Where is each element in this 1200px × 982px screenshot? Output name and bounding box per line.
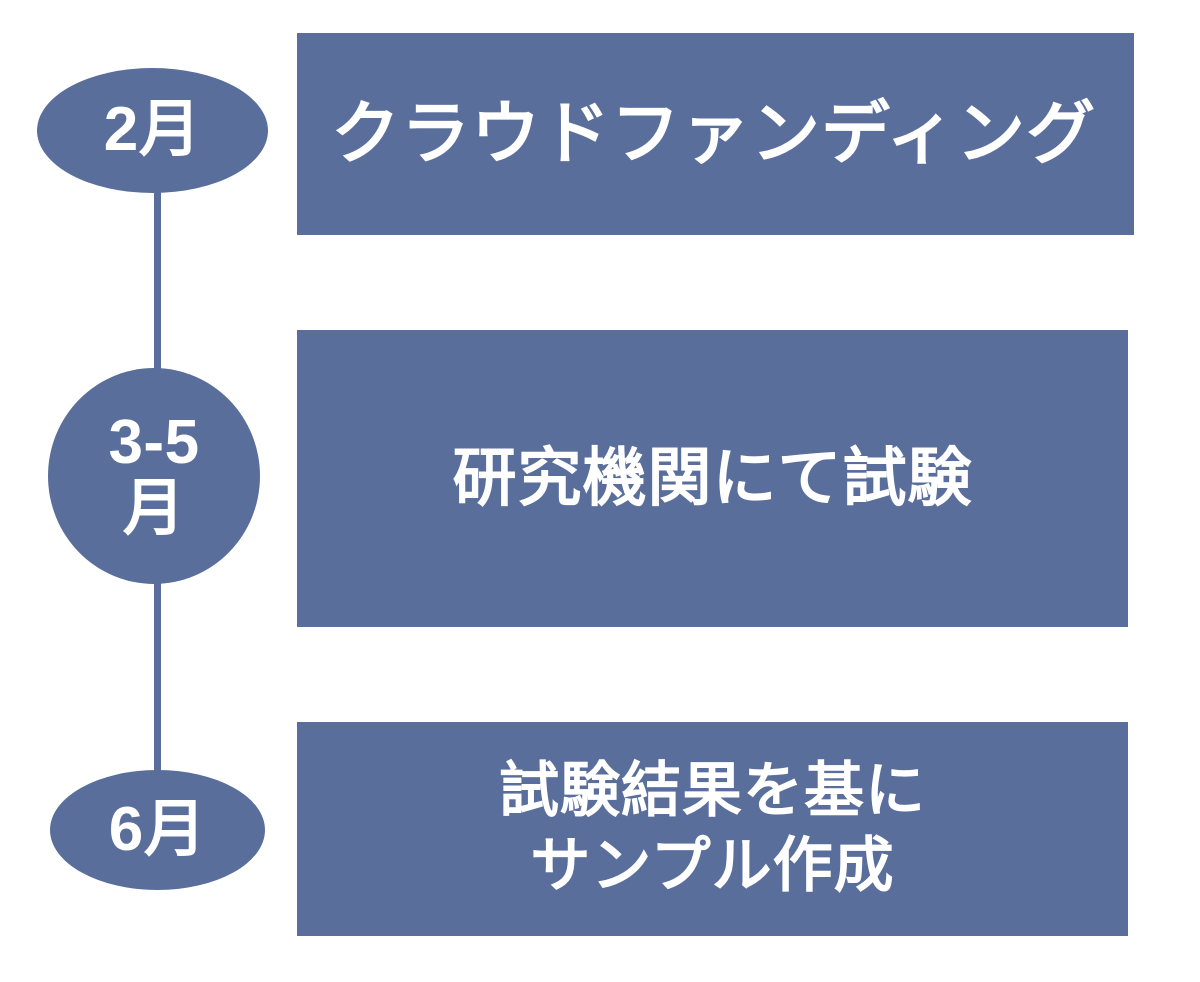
timeline-bar-text-line-1: 試験結果を基に (499, 757, 926, 825)
timeline-node-march-to-may[interactable]: 3-5 月 (48, 368, 260, 584)
timeline-bar-text-line-2: サンプル作成 (530, 832, 895, 899)
timeline-node-february[interactable]: 2月 (37, 68, 268, 193)
timeline-bar-crowdfunding[interactable]: クラウドファンディング (297, 33, 1134, 235)
timeline-node-label-line-2: 月 (122, 474, 186, 543)
timeline-connector-2 (154, 572, 161, 784)
timeline-node-label-line-1: 3-5 (108, 407, 200, 477)
timeline-connector-1 (154, 180, 161, 380)
timeline-node-label: 2月 (103, 95, 202, 165)
timeline-node-june[interactable]: 6月 (50, 770, 265, 890)
timeline-bar-sample-creation[interactable]: 試験結果を基に サンプル作成 (297, 722, 1128, 936)
timeline-bar-text: 研究機関にて試験 (452, 441, 973, 514)
timeline-bar-text: クラウドファンディング (331, 95, 1097, 173)
timeline-bar-research-testing[interactable]: 研究機関にて試験 (297, 330, 1128, 627)
timeline-node-label: 6月 (108, 794, 207, 864)
